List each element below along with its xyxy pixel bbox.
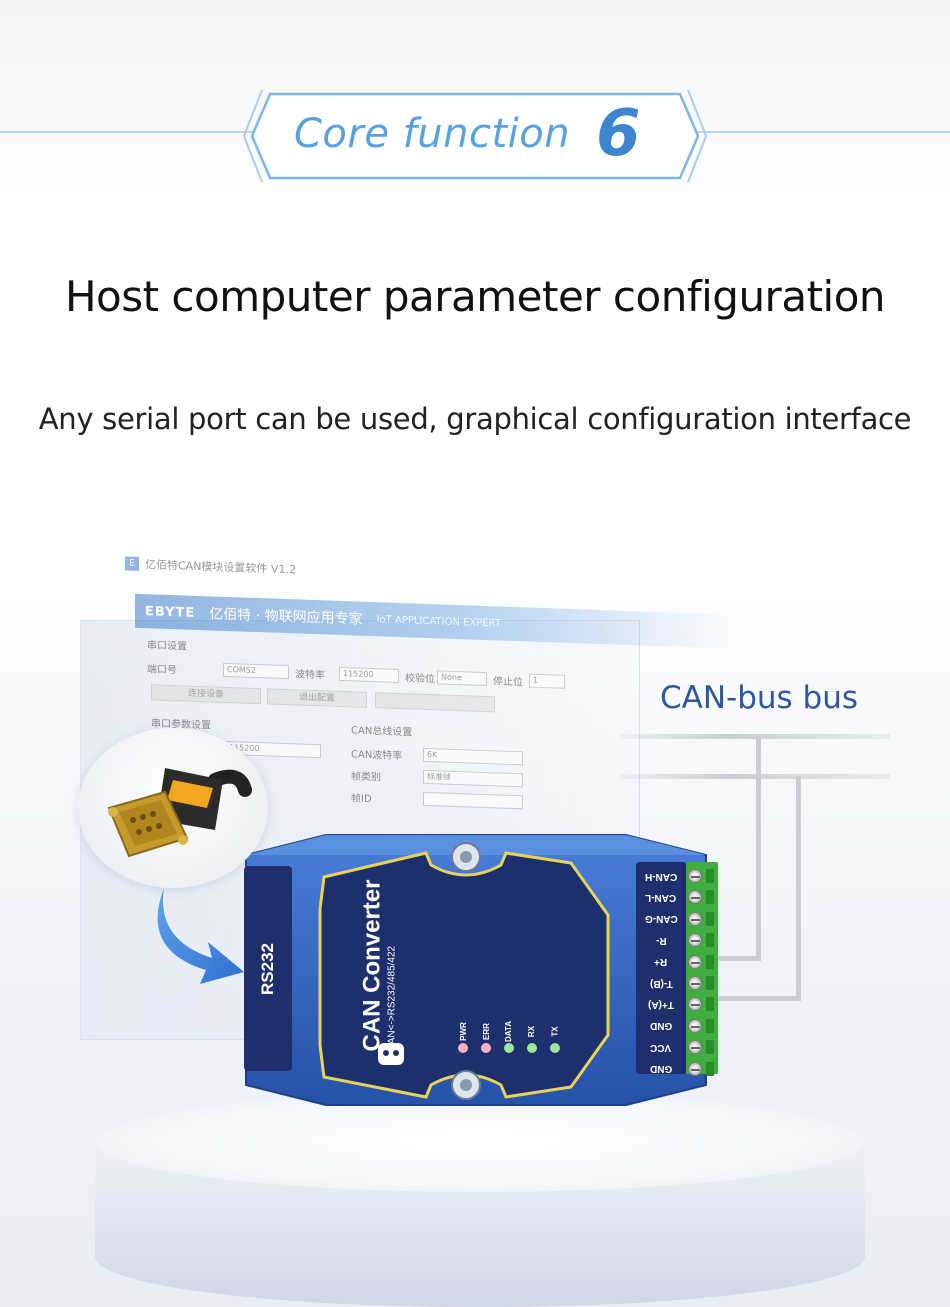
terminal-label-8: VCC (650, 1041, 672, 1053)
terminal-slot-2 (706, 911, 714, 926)
terminal-slot-4 (706, 954, 714, 969)
device-title: CAN Converter CAN<->RS232/485/422 (338, 878, 418, 1052)
pedestal-top (95, 1092, 865, 1192)
banner-frame (242, 89, 708, 183)
led-label-tx: TX (550, 1025, 560, 1037)
terminal-screw-0 (688, 869, 702, 883)
terminal-label-4: R+ (654, 956, 668, 968)
led-err (481, 1043, 491, 1053)
canbus-label: CAN-bus bus (660, 680, 859, 716)
terminal-slot-7 (706, 1018, 714, 1033)
terminal-label-7: GND (649, 1020, 673, 1032)
terminal-label-9: GND (649, 1063, 673, 1075)
led-tx (550, 1043, 560, 1053)
terminal-slot-5 (706, 976, 714, 990)
terminal-slot-9 (706, 1061, 714, 1076)
terminal-slot-3 (706, 933, 714, 948)
terminal-screw-3 (688, 933, 702, 948)
led-rx (527, 1043, 537, 1053)
banner-label: Core function (294, 111, 571, 157)
banner-line-left (0, 131, 255, 133)
terminal-screw-8 (688, 1040, 702, 1055)
terminal-screw-9 (688, 1061, 702, 1076)
terminal-label-3: R- (655, 934, 667, 946)
terminal-screw-6 (688, 997, 702, 1012)
led-pwr (458, 1043, 468, 1053)
terminal-label-5: T-(B) (649, 977, 673, 989)
curved-arrow-icon (157, 888, 244, 984)
rs232-port-panel (244, 866, 292, 1071)
page-subtitle: Any serial port can be used, graphical c… (38, 402, 912, 436)
terminal-label-6: T+(A) (648, 998, 674, 1010)
terminal-screw-1 (688, 890, 702, 905)
terminal-label-2: CAN-G (644, 913, 678, 925)
page-title: Host computer parameter configuration (64, 272, 886, 321)
device-name: CAN Converter (358, 878, 386, 1052)
can-converter-device (245, 834, 707, 1106)
device-model: CAN<->RS232/485/422 (386, 945, 398, 1052)
terminal-label-1: CAN-L (645, 891, 677, 903)
rs232-label: RS232 (258, 942, 278, 995)
terminal-slot-6 (706, 997, 714, 1012)
db9-connector-icon (107, 768, 252, 858)
terminal-slot-0 (706, 869, 714, 883)
terminal-slot-1 (706, 890, 714, 905)
led-data (504, 1043, 514, 1053)
terminal-screw-4 (688, 954, 702, 969)
terminal-screw-5 (688, 976, 702, 990)
terminal-label-0: CAN-H (644, 870, 678, 882)
banner-number: 6 (596, 97, 641, 171)
banner-line-right (694, 131, 950, 133)
terminal-label-panel (636, 862, 686, 1074)
terminal-screw-7 (688, 1018, 702, 1033)
terminal-screw-2 (688, 911, 702, 926)
terminal-slot-8 (706, 1040, 714, 1055)
